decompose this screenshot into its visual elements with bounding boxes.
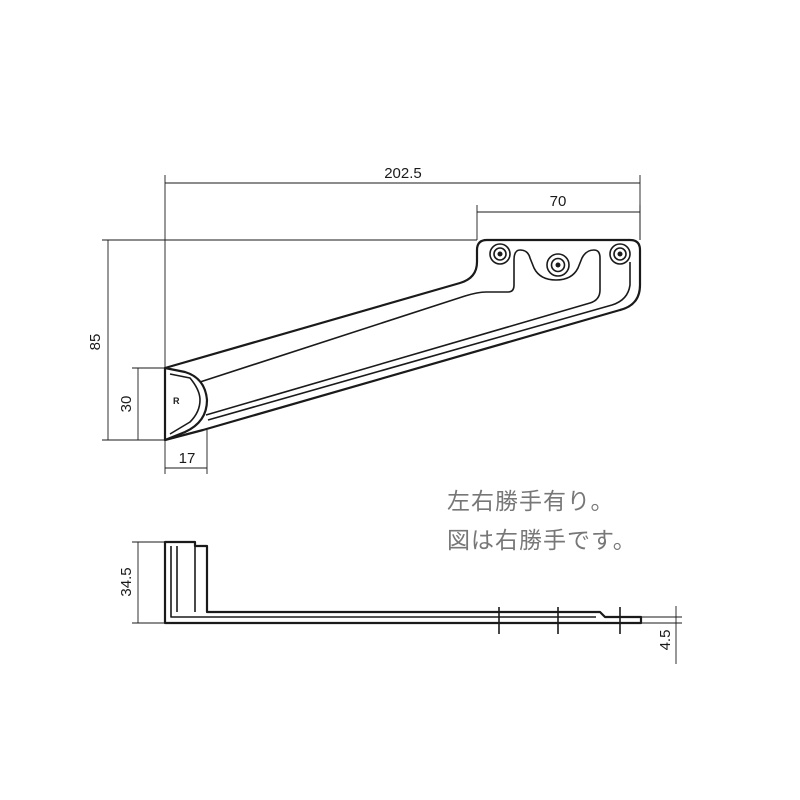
side-outline <box>163 540 643 625</box>
bracket-inner-rail-lower <box>207 262 631 421</box>
part-mark-r: R <box>173 396 180 406</box>
dim-tip-width-label: 17 <box>179 450 196 467</box>
mount-hole-left <box>489 243 511 265</box>
dim-thickness-label: 4.5 <box>657 630 674 651</box>
dim-tip-height-label: 30 <box>118 396 135 413</box>
bracket-top-view: R <box>163 238 642 442</box>
dimension-thickness: 4.5 <box>641 606 682 664</box>
note-handedness: 左右勝手有り。 <box>447 489 615 515</box>
dim-side-height-label: 34.5 <box>118 567 135 596</box>
dimension-side-height: 34.5 <box>118 541 165 624</box>
bracket-side-view <box>163 540 643 634</box>
bracket-tip-inner <box>169 373 201 435</box>
dim-overall-height-label: 85 <box>87 334 104 351</box>
note-right-hand: 図は右勝手です。 <box>447 528 637 554</box>
bracket-tip-cap <box>163 366 209 442</box>
mount-hole-right <box>609 243 631 265</box>
dimension-tip-width: 17 <box>164 430 208 474</box>
dim-overall-length-label: 202.5 <box>384 165 422 182</box>
bracket-inner-rail-upper <box>199 249 601 416</box>
dimension-overall-height: 85 <box>87 239 477 441</box>
dim-mount-span-label: 70 <box>550 193 567 210</box>
dimension-tip-height: 30 <box>118 367 165 441</box>
dimension-mount-span: 70 <box>476 193 641 240</box>
side-inner-fold <box>170 546 596 618</box>
bracket-outer-outline <box>163 238 642 442</box>
mount-hole-center <box>546 253 570 277</box>
